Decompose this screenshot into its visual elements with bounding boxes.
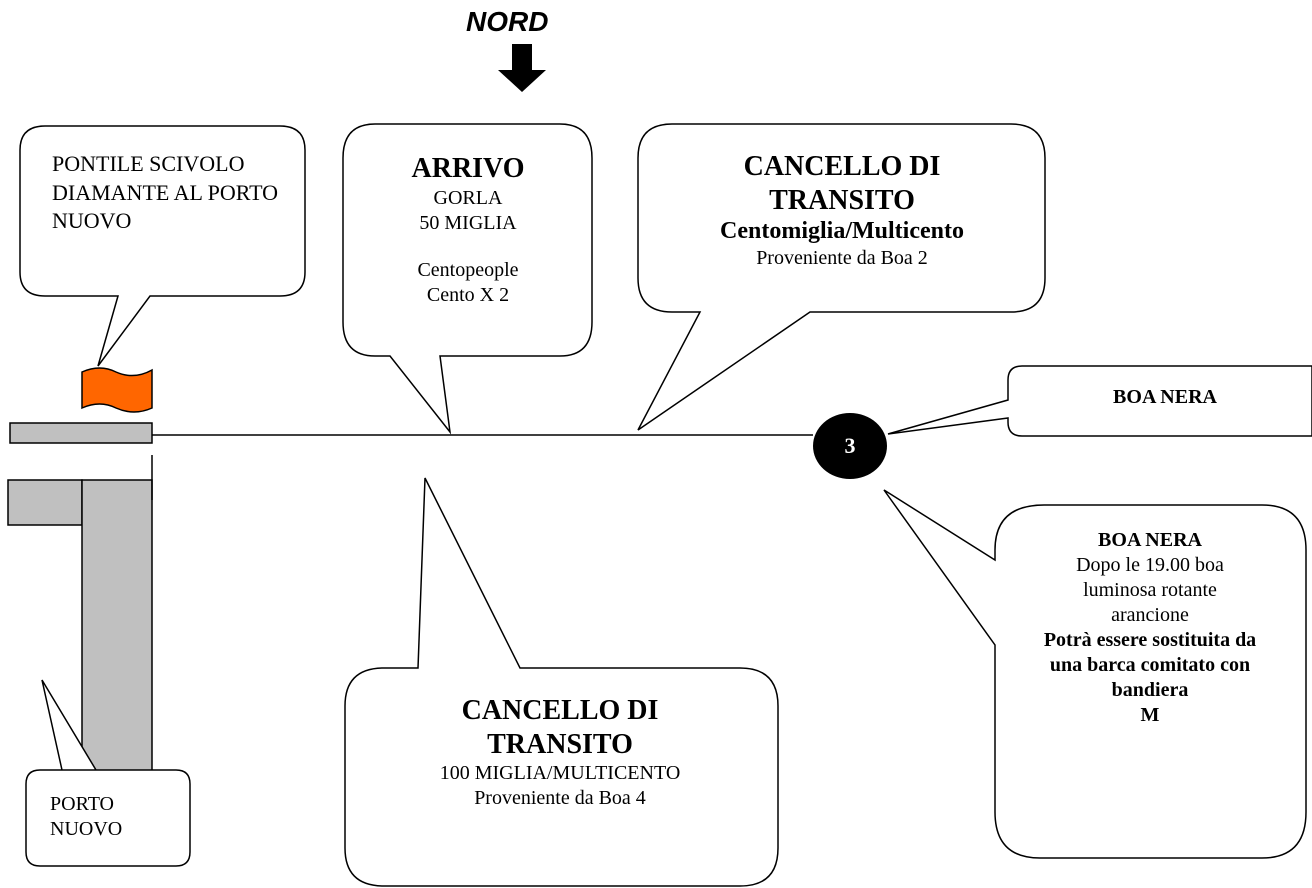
callout-cancello-south: CANCELLO DI TRANSITO 100 MIGLIA/MULTICEN… <box>360 694 760 811</box>
pier-side-block <box>7 479 83 526</box>
callout-boa-nera-bottom: BOA NERA Dopo le 19.00 boa luminosa rota… <box>1010 528 1290 728</box>
cancello-north-title: CANCELLO DI TRANSITO <box>743 151 941 216</box>
arrivo-line2: 50 MIGLIA <box>419 211 517 234</box>
callout-boa-nera-top-shape <box>887 365 1312 437</box>
buoy-number: 3 <box>844 433 856 458</box>
cancello-south-line2: Proveniente da Boa 4 <box>474 787 646 810</box>
pier-top-bar <box>9 422 153 444</box>
cancello-north-note: Proveniente da Boa 2 <box>756 246 928 269</box>
arrivo-line4: Cento X 2 <box>426 283 510 306</box>
boa-nera-bottom-bold: Potrà essere sostituita da una barca com… <box>1043 629 1257 701</box>
callout-arrivo: ARRIVO GORLA 50 MIGLIA Centopeople Cento… <box>350 152 586 308</box>
arrivo-line3: Centopeople <box>417 258 519 281</box>
cancello-south-line1: 100 MIGLIA/MULTICENTO <box>439 762 681 785</box>
callout-porto-text: PORTO NUOVO <box>50 793 123 840</box>
flag-icon <box>81 367 153 413</box>
boa-nera-bottom-line1: Dopo le 19.00 boa luminosa rotante aranc… <box>1076 554 1224 626</box>
callout-pontile: PONTILE SCIVOLO DIAMANTE AL PORTO NUOVO <box>52 150 282 236</box>
callout-boa-nera-top: BOA NERA <box>1030 385 1300 410</box>
callout-porto-shape <box>25 679 191 867</box>
buoy-icon <box>813 413 887 479</box>
callout-boa-nera-bottom-shape <box>883 489 1307 859</box>
callout-cancello-north-shape <box>637 123 1046 431</box>
arrivo-line1: GORLA <box>433 186 503 209</box>
callout-cancello-north: CANCELLO DI TRANSITO Centomiglia/Multice… <box>672 150 1012 271</box>
callout-pontile-shape <box>19 125 306 367</box>
pier-column <box>81 479 153 801</box>
arrivo-title: ARRIVO <box>411 153 525 184</box>
boa-nera-bottom-flag: M <box>1140 704 1160 726</box>
callout-cancello-south-shape <box>344 477 779 887</box>
callout-arrivo-shape <box>342 123 593 435</box>
cancello-south-title: CANCELLO DI TRANSITO <box>461 695 659 760</box>
boa-nera-bottom-title: BOA NERA <box>1098 529 1202 551</box>
north-arrow-icon <box>498 44 546 92</box>
callout-porto: PORTO NUOVO <box>50 792 160 842</box>
boa-nera-top-text: BOA NERA <box>1113 386 1217 408</box>
callout-pontile-text: PONTILE SCIVOLO DIAMANTE AL PORTO NUOVO <box>52 151 279 234</box>
north-label: NORD <box>466 6 549 37</box>
cancello-north-subtitle: Centomiglia/Multicento <box>720 218 964 245</box>
